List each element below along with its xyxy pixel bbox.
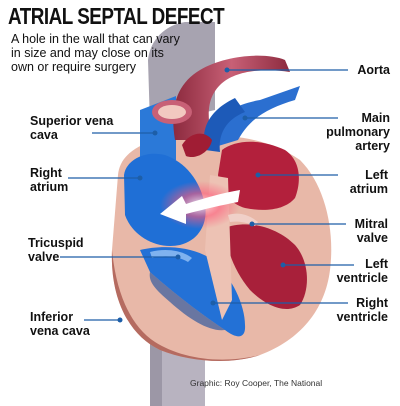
leader-dots xyxy=(117,67,286,323)
left-atrium-vessels xyxy=(182,133,212,158)
label-aorta: Aorta xyxy=(357,63,390,77)
label-main-pulmonary-artery: Main pulmonary artery xyxy=(326,111,390,153)
left-ventricle-chamber xyxy=(225,224,307,310)
label-tricuspid-valve: Tricuspid valve xyxy=(28,236,84,264)
graphic-credit: Graphic: Roy Cooper, The National xyxy=(190,378,323,388)
label-superior-vena-cava: Superior vena cava xyxy=(30,114,114,142)
tricuspid-valve-shape xyxy=(150,250,192,262)
label-left-ventricle: Left ventricle xyxy=(336,257,388,285)
label-left-atrium: Left atrium xyxy=(349,168,388,196)
shunt-arrow-icon xyxy=(160,190,240,224)
label-right-atrium: Right atrium xyxy=(30,166,69,194)
label-mitral-valve: Mitral valve xyxy=(354,217,388,245)
leader-lines xyxy=(60,69,354,321)
label-right-ventricle: Right ventricle xyxy=(336,296,388,324)
page-title: ATRIAL SEPTAL DEFECT xyxy=(8,3,225,29)
page-subtitle: A hole in the wall that can vary in size… xyxy=(11,32,180,74)
label-inferior-vena-cava: Inferior vena cava xyxy=(30,310,90,338)
aorta-vessel xyxy=(173,55,290,140)
